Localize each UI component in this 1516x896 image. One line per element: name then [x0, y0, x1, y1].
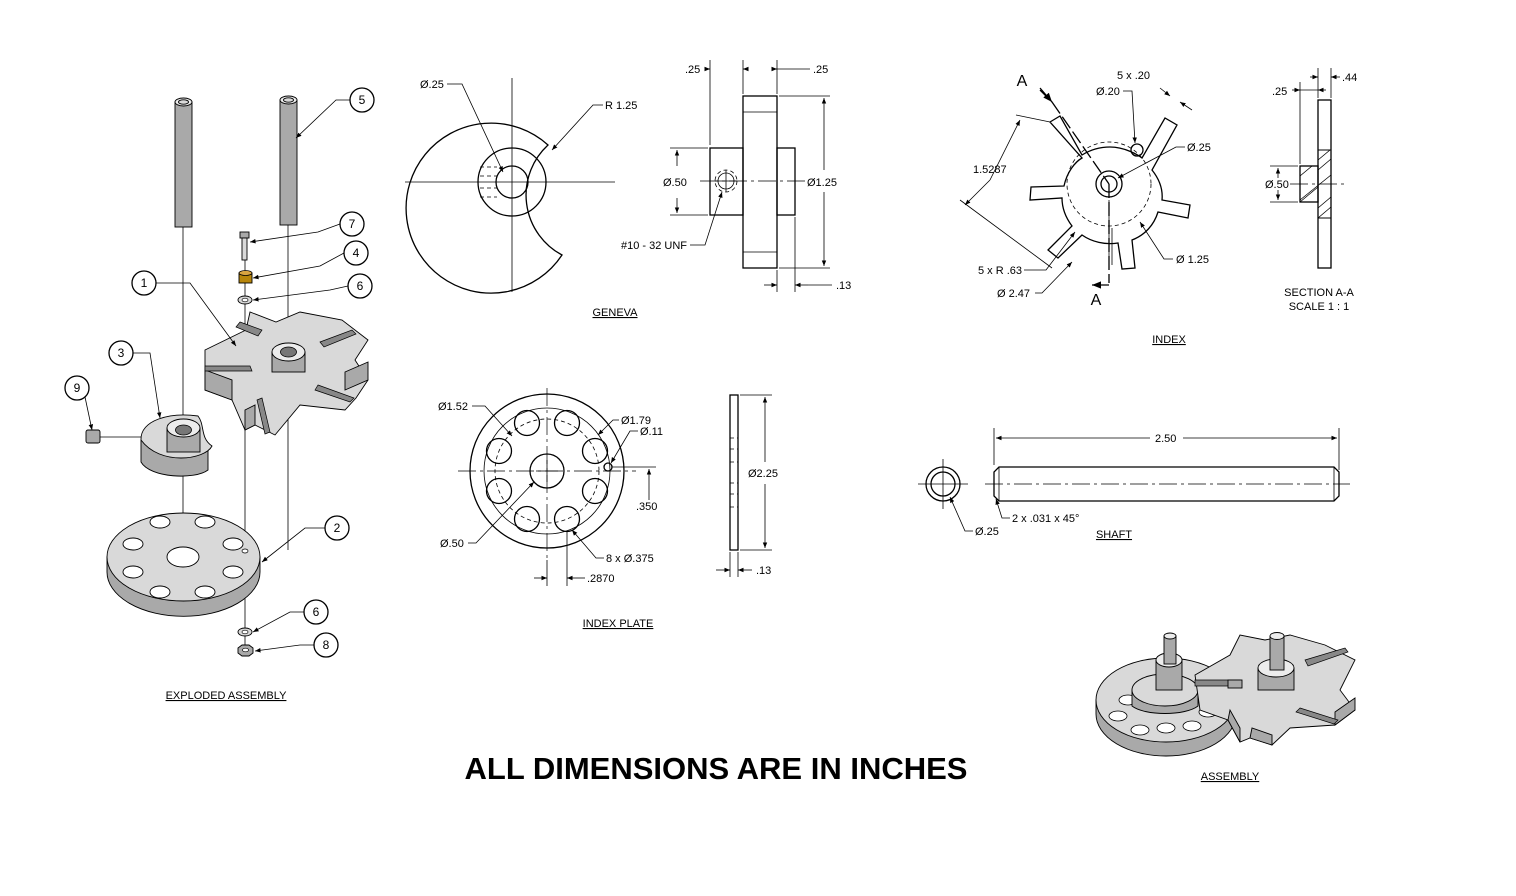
shaft-length-dim: 2.50 — [1155, 433, 1176, 445]
plate-spacing-dim: .2870 — [587, 573, 615, 585]
bushing-part — [238, 270, 253, 284]
svg-text:1: 1 — [141, 276, 148, 290]
geneva-view: Ø.25 R 1.25 .25 .25 Ø.50 Ø1.25 — [405, 60, 851, 319]
washer-part-top — [237, 295, 253, 305]
svg-text:6: 6 — [357, 279, 364, 293]
index-length-dim: 1.5287 — [973, 164, 1007, 176]
svg-text:7: 7 — [349, 217, 356, 231]
shaft-part-right — [279, 95, 298, 226]
index-plate-view: Ø1.52 Ø1.79 Ø.11 .350 Ø.50 8 x Ø.375 .28… — [438, 388, 778, 630]
svg-text:6: 6 — [313, 605, 320, 619]
section-plate-dim: .44 — [1342, 72, 1357, 84]
set-screw-part — [85, 429, 141, 444]
section-title: SECTION A-A — [1284, 287, 1354, 299]
shaft-part-left — [174, 97, 193, 228]
exploded-assembly-view: 5 7 4 6 1 3 9 — [64, 87, 375, 702]
balloon-9: 9 — [64, 375, 94, 431]
geneva-thread-dim: #10 - 32 UNF — [621, 240, 687, 252]
balloon-6-top: 6 — [252, 273, 373, 302]
plate-holes-dim: 8 x Ø.375 — [606, 553, 654, 565]
section-aa-view: .25 .44 Ø.50 SECTION A-A SCALE 1 : 1 — [1265, 68, 1357, 313]
shaft-chamfer-dim: 2 x .031 x 45° — [1012, 513, 1079, 525]
assembly-title: ASSEMBLY — [1201, 771, 1260, 783]
assembly-view: ASSEMBLY — [1095, 632, 1356, 783]
index-slots-dim: 5 x .20 — [1117, 70, 1150, 82]
geneva-radius-dim: R 1.25 — [605, 100, 637, 112]
section-hub-dia-dim: Ø.50 — [1265, 179, 1289, 191]
geneva-title: GENEVA — [592, 307, 638, 319]
plate-outer-circle-dim: Ø1.79 — [621, 415, 651, 427]
svg-text:5: 5 — [359, 93, 366, 107]
section-scale: SCALE 1 : 1 — [1289, 301, 1350, 313]
index-plate-title: INDEX PLATE — [583, 618, 654, 630]
index-section-label-top: A — [1017, 73, 1028, 90]
shaft-title: SHAFT — [1096, 529, 1132, 541]
balloon-1: 1 — [131, 270, 237, 347]
washer-part-bottom — [237, 627, 253, 637]
balloon-3: 3 — [108, 340, 162, 419]
index-section-label-bottom: A — [1091, 292, 1102, 309]
svg-text:9: 9 — [74, 381, 81, 395]
balloon-4: 4 — [252, 240, 369, 280]
svg-text:4: 4 — [353, 246, 360, 260]
index-radius-dim: 5 x R .63 — [978, 265, 1022, 277]
plate-inner-circle-dim: Ø1.52 — [438, 401, 468, 413]
exploded-assembly-title: EXPLODED ASSEMBLY — [166, 690, 288, 702]
shaft-view: 2.50 2 x .031 x 45° Ø.25 SHAFT — [918, 428, 1350, 541]
svg-text:2: 2 — [334, 521, 341, 535]
index-title: INDEX — [1152, 334, 1186, 346]
sheet-note: ALL DIMENSIONS ARE IN INCHES — [465, 751, 968, 786]
geneva-driver-part — [140, 414, 213, 477]
geneva-top-right-dim: .25 — [813, 64, 828, 76]
svg-text:8: 8 — [323, 638, 330, 652]
section-hub-len-dim: .25 — [1272, 86, 1287, 98]
plate-outer-dia-dim: Ø2.25 — [748, 468, 778, 480]
geneva-bore-dim: Ø.25 — [420, 79, 444, 91]
balloon-6-bottom: 6 — [252, 599, 329, 633]
balloon-7: 7 — [249, 211, 365, 244]
svg-text:3: 3 — [118, 346, 125, 360]
index-outer-dim: Ø 2.47 — [997, 288, 1030, 300]
index-wheel-part — [204, 311, 369, 436]
index-bore-dim: Ø.25 — [1187, 142, 1211, 154]
nut-part — [237, 644, 254, 657]
index-pin-hole-dim: Ø.20 — [1096, 86, 1120, 98]
plate-center-hole-dim: Ø.50 — [440, 538, 464, 550]
balloon-8: 8 — [254, 632, 339, 658]
shaft-dia-dim: Ø.25 — [975, 526, 999, 538]
geneva-outer-dim: Ø1.25 — [807, 177, 837, 189]
balloon-2: 2 — [261, 515, 350, 563]
balloon-5: 5 — [295, 87, 375, 139]
index-plate-part — [106, 512, 261, 617]
index-pitch-dim: Ø 1.25 — [1176, 254, 1209, 266]
geneva-hub-dim: Ø.50 — [663, 177, 687, 189]
screw-part — [239, 231, 250, 261]
plate-offset-dim: .350 — [636, 501, 657, 513]
plate-thickness-dim: .13 — [756, 565, 771, 577]
plate-pin-hole-dim: Ø.11 — [640, 426, 663, 438]
geneva-thickness-dim: .13 — [836, 280, 851, 292]
index-view: A A 5 x .20 Ø.20 Ø.25 1.5287 5 x R .63 Ø… — [959, 70, 1211, 346]
geneva-top-left-dim: .25 — [685, 64, 700, 76]
